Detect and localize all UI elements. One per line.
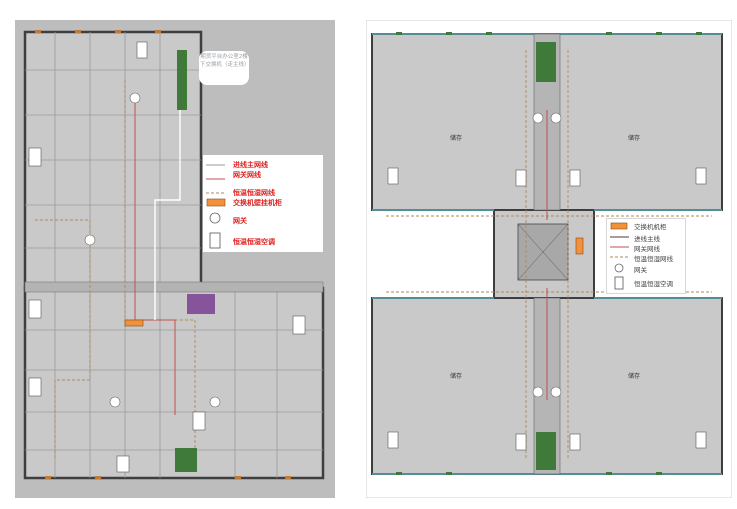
legend-item-gateway: 网关 <box>233 217 247 225</box>
legend-item-gateway: 网关 <box>634 266 647 274</box>
legend-item-switch-cabinet: 交换机壁挂机柜 <box>233 199 282 207</box>
room-label-ne: 储存 <box>628 134 640 142</box>
left-legend-symbols <box>206 164 226 249</box>
legend-item-switch-cabinet: 交换机机柜 <box>634 223 667 231</box>
callout-office-switch: 期货平台办公室2楼下交换机（走主线） <box>199 51 250 85</box>
switch-cabinet-icon <box>610 222 628 230</box>
legend-item-gateway-line: 网关网线 <box>233 171 261 179</box>
left-legend: 进线主网线 网关网线 恒温恒湿网线 交换机壁挂机柜 网关 恒温恒湿空调 <box>203 155 323 252</box>
legend-item-ac: 恒温恒湿空调 <box>233 238 275 246</box>
left-plan-drawing <box>15 20 335 498</box>
ac-unit-icon <box>209 232 221 249</box>
legend-item-ac: 恒温恒湿空调 <box>634 280 673 288</box>
legend-item-main-line: 进线主线 <box>634 235 660 243</box>
ac-unit-icon <box>614 276 624 290</box>
right-floor-plan: 储存 储存 储存 储存 <box>366 20 732 498</box>
legend-item-humidity-line: 恒温恒湿网线 <box>233 189 275 197</box>
right-legend: 交换机机柜 进线主线 网关网线 恒温恒湿网线 网关 恒温恒湿空调 <box>606 218 686 294</box>
left-floor-plan <box>15 20 335 498</box>
legend-item-humidity-line: 恒温恒湿网线 <box>634 255 673 263</box>
legend-item-main-line: 进线主网线 <box>233 161 268 169</box>
right-legend-symbols <box>610 222 629 290</box>
legend-item-gateway-line: 网关网线 <box>634 245 660 253</box>
room-label-nw: 储存 <box>450 134 462 142</box>
gateway-icon <box>209 212 221 224</box>
gateway-icon <box>614 263 624 273</box>
right-plan-drawing: 储存 储存 储存 储存 <box>366 20 732 498</box>
room-label-se: 储存 <box>628 372 640 380</box>
switch-cabinet-icon <box>206 198 226 207</box>
room-label-sw: 储存 <box>450 372 462 380</box>
